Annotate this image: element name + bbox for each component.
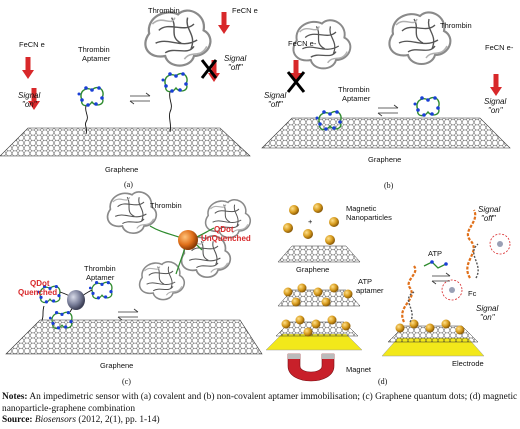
thrombin-label-c: Thrombin [150,201,182,210]
panel-a: FeCN e FeCN e Thrombin Aptamer Thrombin … [0,6,258,189]
signal-off-a-1: Signal [224,54,246,63]
fecn-label-a-left: FeCN e [19,40,45,49]
electrode-d-left [266,334,362,350]
signal-on-d-1: Signal [476,304,498,313]
thrombin-aptamer-a-1: Thrombin [78,45,110,54]
signal-off-a-2: "off" [228,63,244,72]
thrombin-label-b: Thrombin [440,21,472,30]
aptamer-c2 [89,281,113,300]
aptamer-strand-d-upper [467,210,475,278]
aptamer-bound-a [162,72,188,93]
aptamer-free-a [78,86,104,107]
panel-b: FeCN e- FeCN e- Thrombin Thrombin Aptame… [262,12,514,190]
caption-a: (a) [124,180,133,189]
aptamer-strand-d-upper-b [474,244,478,278]
electrode-label: Electrode [452,359,484,368]
thrombin-protein-c4 [140,262,185,300]
plus-sign: + [308,217,313,226]
linker-a2 [169,92,171,132]
atp-aptamer-label-2: aptamer [356,286,384,295]
atp-aptamer-label-1: ATP [358,277,372,286]
thrombin-aptamer-c-2: Aptamer [86,273,115,282]
magnetic-nanoparticles-label-2: Nanoparticles [346,213,392,222]
panel-d: + Magnetic Nanoparticles Graphene ATP ap… [266,203,510,386]
graphene-sheet-b [262,118,510,148]
signal-off-d-1: Signal [478,205,500,214]
magnet-pole-left [288,354,300,359]
qdot-quenched-label-2: Quenched [18,288,57,297]
notes-text: An impedimetric sensor with (a) covalent… [2,392,517,414]
signal-off-d-2: "off" [481,214,497,223]
source-text: (2012, 2(1), pp. 1-14) [76,415,160,425]
aptamer-b2 [414,96,440,117]
signal-on-a-2: "on" [22,100,38,109]
caption-c: (c) [122,377,131,386]
thrombin-aptamer-a-2: Aptamer [82,54,111,63]
qdot-quenched-label-1: QDot [30,279,50,288]
caption-d: (d) [378,377,388,386]
graphene-sheet-c [6,320,262,354]
fecn-label-b-left: FeCN e- [288,39,317,48]
graphene-sheet-a [0,128,250,156]
magnet-pole-right [322,354,334,359]
graphene-label-c: Graphene [100,361,133,370]
signal-on-d-2: "on" [480,313,496,322]
qdot-unquenched [178,230,198,250]
signal-off-b-2: "off" [268,100,284,109]
fc-label: Fc [468,289,477,298]
graphene-sheet-d1 [278,246,360,262]
fecn-label-b-right: FeCN e- [485,43,514,52]
graphene-label-d: Graphene [296,265,329,274]
signal-on-b-2: "on" [488,106,504,115]
aptamer-strand-d-lower [402,266,415,322]
fecn-label-a-right: FeCN e [232,6,258,15]
thrombin-aptamer-b-2: Aptamer [342,94,371,103]
signal-off-b-1: Signal [264,91,286,100]
equilibrium-arrows-b [378,105,398,116]
red-arrow-b-right [490,74,502,96]
qdot-unquenched-label-1: QDot [214,225,234,234]
equilibrium-arrows-c [118,309,138,320]
source-label: Source: [2,415,33,425]
magnet-label: Magnet [346,365,372,374]
equilibrium-arrows-a [130,93,150,104]
thrombin-protein-a [145,11,210,66]
atp-molecule [424,260,448,268]
thrombin-aptamer-c-1: Thrombin [84,264,116,273]
caption-b: (b) [384,181,394,190]
magnetic-nanoparticles-label-1: Magnetic [346,204,377,213]
atp-label: ATP [428,249,442,258]
notes-label: Notes: [2,392,28,402]
figure-notes: Notes: An impedimetric sensor with (a) c… [2,392,518,427]
red-arrow-a-left [22,57,34,79]
source-journal: Biosensors [35,415,76,425]
red-arrow-a-right [218,12,230,34]
signal-on-a-1: Signal [18,91,40,100]
equilibrium-arrows-d [432,273,450,284]
thrombin-label-a: Thrombin [148,6,180,15]
thrombin-protein-c1 [108,192,157,233]
graphene-label-b: Graphene [368,155,401,164]
panel-c: Thrombin QDot UnQuenched QDot Quenched T… [6,192,262,386]
qdot-unquenched-label-2: UnQuenched [201,234,251,243]
signal-on-b-1: Signal [484,97,506,106]
thrombin-aptamer-b-1: Thrombin [338,85,370,94]
graphene-label-a: Graphene [105,165,138,174]
qdot-quenched [67,290,85,310]
